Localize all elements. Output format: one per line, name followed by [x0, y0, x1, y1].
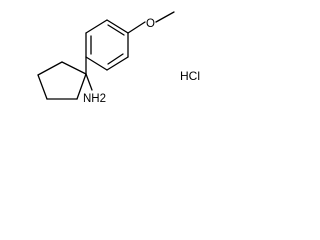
benzene-double-bond-inner-1: [107, 24, 125, 36]
benzene-double-bond-inner-2: [107, 53, 124, 65]
benzene-bond-3: [106, 56, 129, 71]
cyclopentane-bond-3: [37, 74, 48, 100]
benzene-bond-1: [106, 19, 129, 34]
hydrochloride-label: HCl: [180, 69, 200, 83]
aryl-oxygen-bond: [127, 21, 146, 34]
benzene-bond-6: [85, 19, 108, 34]
cyclopentane-ring: [37, 61, 87, 100]
oxygen-atom-label: O: [146, 18, 155, 30]
cyclopentane-bond-1: [61, 61, 87, 75]
benzene-ring: [85, 19, 129, 71]
oxygen-methyl-bond: [155, 11, 175, 23]
cyclopentane-bond-2: [37, 61, 63, 76]
chemical-structure-canvas: O NH2 HCl: [37, 11, 200, 105]
cyclopentane-bond-5: [76, 73, 87, 100]
carbon-nitrogen-bond: [85, 73, 93, 91]
benzene-bond-4: [85, 56, 108, 71]
amine-label: NH2: [83, 93, 106, 105]
